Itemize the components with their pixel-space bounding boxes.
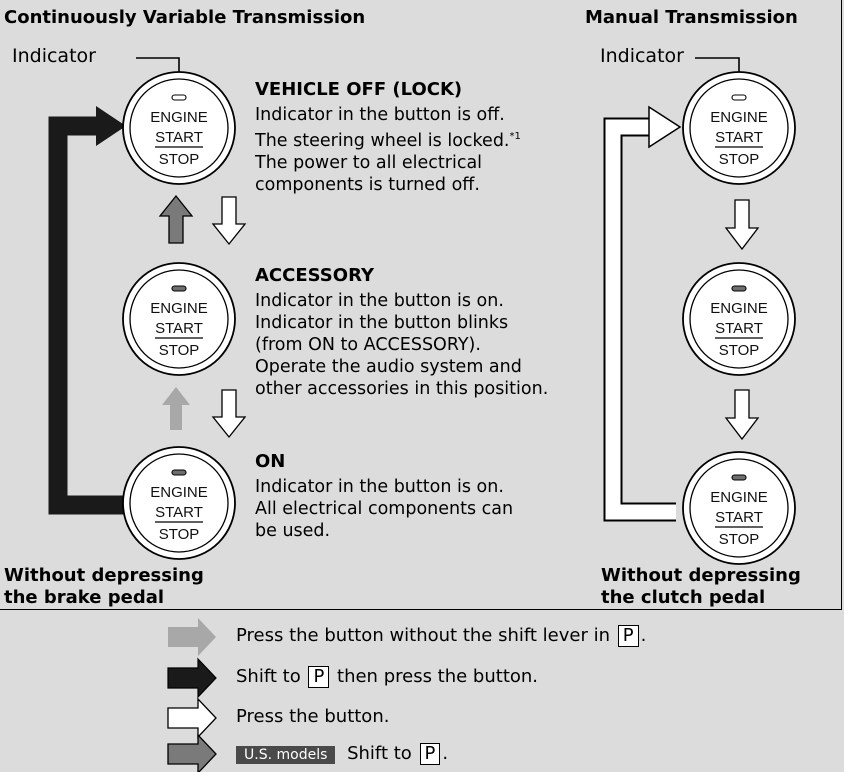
p-key-icon: P: [617, 625, 639, 647]
legend-item-dark-gray: U.S. models Shift to P.: [236, 743, 448, 765]
white-down-arrow-2: [211, 389, 247, 439]
dark-gray-up-arrow: [158, 194, 194, 244]
manual-header: Manual Transmission: [585, 7, 798, 28]
stop-label: STOP: [159, 151, 200, 168]
stop-label: STOP: [159, 526, 200, 543]
start-label: START: [715, 320, 763, 337]
manual-loop-arrowhead: [648, 105, 682, 149]
p-key-icon: P: [308, 666, 330, 688]
start-label: START: [715, 129, 763, 146]
on-description: Indicator in the button is on. All elect…: [255, 476, 513, 542]
stop-label: STOP: [719, 531, 760, 548]
shift-to-p-arrowhead: [96, 106, 126, 146]
legend-item-light-gray: Press the button without the shift lever…: [236, 625, 647, 647]
vehicle-off-description: Indicator in the button is off. The stee…: [255, 104, 521, 196]
on-line: Indicator in the button is on.: [255, 477, 504, 497]
manual-loop-arrow-outline: [603, 117, 676, 522]
engine-button-on-manual: ENGINE START STOP: [682, 451, 796, 565]
engine-button-off-manual: ENGINE START STOP: [682, 71, 796, 185]
legend-item-black: Shift to P then press the button.: [236, 666, 539, 688]
engine-button-off-cvt: ENGINE START STOP: [122, 71, 236, 185]
cvt-header: Continuously Variable Transmission: [4, 7, 366, 28]
legend-dark-gray-arrow-icon: [167, 733, 217, 772]
start-label: START: [155, 504, 203, 521]
engine-label: ENGINE: [710, 300, 768, 317]
on-title: ON: [255, 451, 286, 472]
manual-footer: Without depressing the clutch pedal: [601, 565, 801, 608]
manual-loop-arrow: [605, 119, 676, 520]
manual-down-arrow-2: [724, 389, 760, 441]
stop-label: STOP: [719, 342, 760, 359]
accessory-description: Indicator in the button is on. Indicator…: [255, 290, 548, 400]
legend-light-gray-arrow-icon: [168, 618, 216, 656]
vehicle-off-line: The power to all electrical: [255, 152, 483, 173]
cvt-footer: Without depressing the brake pedal: [4, 565, 204, 608]
engine-label: ENGINE: [150, 300, 208, 317]
engine-label: ENGINE: [150, 484, 208, 501]
start-label: START: [155, 129, 203, 146]
start-label: START: [155, 320, 203, 337]
footnote-mark: *1: [509, 131, 521, 142]
engine-button-accessory-cvt: ENGINE START STOP: [122, 262, 236, 376]
white-down-arrow-1: [211, 196, 247, 246]
legend-item-white: Press the button.: [236, 706, 390, 727]
indicator-label-cvt: Indicator: [12, 45, 96, 67]
vehicle-off-title: VEHICLE OFF (LOCK): [255, 79, 463, 100]
on-line: be used.: [255, 521, 331, 541]
engine-label: ENGINE: [150, 109, 208, 126]
engine-label: ENGINE: [710, 109, 768, 126]
accessory-line: other accessories in this position.: [255, 379, 549, 399]
us-models-badge: U.S. models: [236, 746, 336, 764]
shift-to-p-loop-arrow: [48, 116, 126, 515]
on-line: All electrical components can: [255, 499, 514, 519]
engine-button-accessory-manual: ENGINE START STOP: [682, 262, 796, 376]
start-label: START: [715, 509, 763, 526]
vehicle-off-line: The steering wheel is locked.*1: [255, 130, 521, 151]
accessory-line: Indicator in the button is on.: [255, 291, 504, 311]
manual-down-arrow-1: [724, 199, 760, 251]
legend-black-arrow-icon: [167, 657, 217, 699]
engine-label: ENGINE: [710, 489, 768, 506]
light-gray-up-arrow: [162, 387, 190, 430]
accessory-line: (from ON to ACCESSORY).: [255, 335, 481, 355]
diagram-frame: [0, 0, 842, 610]
legend-white-arrow-icon: [167, 697, 217, 739]
vehicle-off-line: Indicator in the button is off.: [255, 105, 505, 125]
indicator-label-manual: Indicator: [600, 45, 684, 67]
accessory-line: Indicator in the button blinks: [255, 313, 509, 333]
vehicle-off-line: components is turned off.: [255, 174, 480, 195]
accessory-line: Operate the audio system and: [255, 357, 522, 377]
p-key-icon: P: [419, 743, 441, 765]
stop-label: STOP: [159, 342, 200, 359]
accessory-title: ACCESSORY: [255, 265, 374, 286]
stop-label: STOP: [719, 151, 760, 168]
engine-button-on-cvt: ENGINE START STOP: [122, 446, 236, 560]
